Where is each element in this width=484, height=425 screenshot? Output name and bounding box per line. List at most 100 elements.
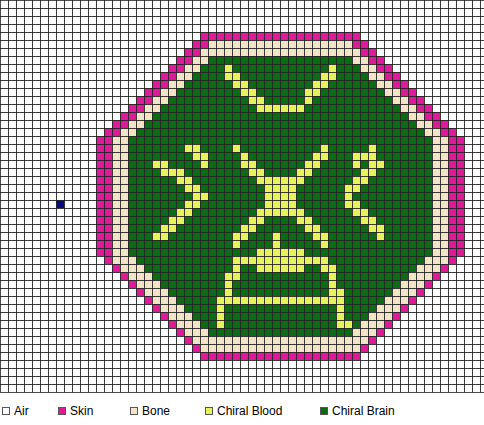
voxel-cell <box>105 249 113 257</box>
voxel-cell <box>169 57 177 65</box>
voxel-cell <box>297 97 305 105</box>
voxel-cell <box>241 185 249 193</box>
voxel-cell <box>249 97 257 105</box>
voxel-cell <box>201 169 209 177</box>
voxel-cell <box>17 57 25 65</box>
voxel-cell <box>393 41 401 49</box>
voxel-cell <box>129 169 137 177</box>
voxel-cell <box>169 137 177 145</box>
voxel-cell <box>353 89 361 97</box>
voxel-cell <box>329 169 337 177</box>
voxel-cell <box>377 185 385 193</box>
voxel-cell <box>321 73 329 81</box>
voxel-cell <box>169 17 177 25</box>
voxel-cell <box>65 129 73 137</box>
voxel-cell <box>425 73 433 81</box>
voxel-cell <box>209 73 217 81</box>
voxel-cell <box>481 1 484 9</box>
voxel-cell <box>337 193 345 201</box>
voxel-cell <box>457 129 465 137</box>
voxel-cell <box>305 129 313 137</box>
voxel-cell <box>457 17 465 25</box>
voxel-cell <box>185 105 193 113</box>
voxel-cell <box>89 113 97 121</box>
voxel-cell <box>161 97 169 105</box>
voxel-cell <box>233 177 241 185</box>
voxel-cell <box>313 145 321 153</box>
voxel-cell <box>401 89 409 97</box>
voxel-cell <box>113 9 121 17</box>
voxel-cell <box>185 249 193 257</box>
voxel-cell <box>81 25 89 33</box>
voxel-cell <box>33 81 41 89</box>
voxel-cell <box>289 97 297 105</box>
voxel-cell <box>297 113 305 121</box>
voxel-cell <box>337 89 345 97</box>
voxel-cell <box>361 145 369 153</box>
voxel-cell <box>137 97 145 105</box>
voxel-cell <box>473 193 481 201</box>
voxel-cell <box>65 49 73 57</box>
voxel-cell <box>25 233 33 241</box>
voxel-cell <box>105 225 113 233</box>
voxel-cell <box>257 153 265 161</box>
voxel-cell <box>89 129 97 137</box>
voxel-cell <box>321 137 329 145</box>
voxel-cell <box>265 241 273 249</box>
voxel-cell <box>465 137 473 145</box>
voxel-cell <box>369 73 377 81</box>
voxel-cell <box>233 233 241 241</box>
voxel-cell <box>313 153 321 161</box>
voxel-cell <box>401 97 409 105</box>
voxel-cell <box>233 241 241 249</box>
voxel-cell <box>353 129 361 137</box>
voxel-cell <box>201 257 209 265</box>
voxel-cell <box>297 89 305 97</box>
voxel-cell <box>305 17 313 25</box>
voxel-cell <box>385 185 393 193</box>
voxel-cell <box>457 33 465 41</box>
voxel-cell <box>249 209 257 217</box>
voxel-cell <box>305 209 313 217</box>
voxel-cell <box>49 97 57 105</box>
voxel-cell <box>89 137 97 145</box>
voxel-cell <box>121 241 129 249</box>
voxel-cell <box>473 217 481 225</box>
voxel-cell <box>145 241 153 249</box>
voxel-cell <box>305 249 313 257</box>
voxel-cell <box>337 225 345 233</box>
voxel-cell <box>81 201 89 209</box>
voxel-cell <box>25 25 33 33</box>
voxel-cell <box>169 41 177 49</box>
voxel-cell <box>481 81 484 89</box>
voxel-cell <box>345 137 353 145</box>
voxel-cell <box>369 161 377 169</box>
voxel-cell <box>33 105 41 113</box>
voxel-cell <box>201 249 209 257</box>
voxel-cell <box>33 145 41 153</box>
voxel-cell <box>321 65 329 73</box>
voxel-cell <box>473 49 481 57</box>
voxel-cell <box>177 97 185 105</box>
voxel-cell <box>105 153 113 161</box>
voxel-cell <box>9 49 17 57</box>
voxel-cell <box>361 25 369 33</box>
voxel-cell <box>9 153 17 161</box>
voxel-cell <box>417 193 425 201</box>
voxel-cell <box>361 65 369 73</box>
voxel-cell <box>329 41 337 49</box>
voxel-cell <box>73 25 81 33</box>
voxel-cell <box>281 49 289 57</box>
voxel-cell <box>185 9 193 17</box>
voxel-cell <box>57 145 65 153</box>
voxel-cell <box>73 73 81 81</box>
voxel-cell <box>49 217 57 225</box>
voxel-cell <box>169 121 177 129</box>
voxel-cell <box>449 241 457 249</box>
voxel-cell <box>121 113 129 121</box>
voxel-cell <box>305 9 313 17</box>
voxel-cell <box>401 121 409 129</box>
voxel-cell <box>345 217 353 225</box>
voxel-cell <box>65 89 73 97</box>
voxel-cell <box>57 73 65 81</box>
